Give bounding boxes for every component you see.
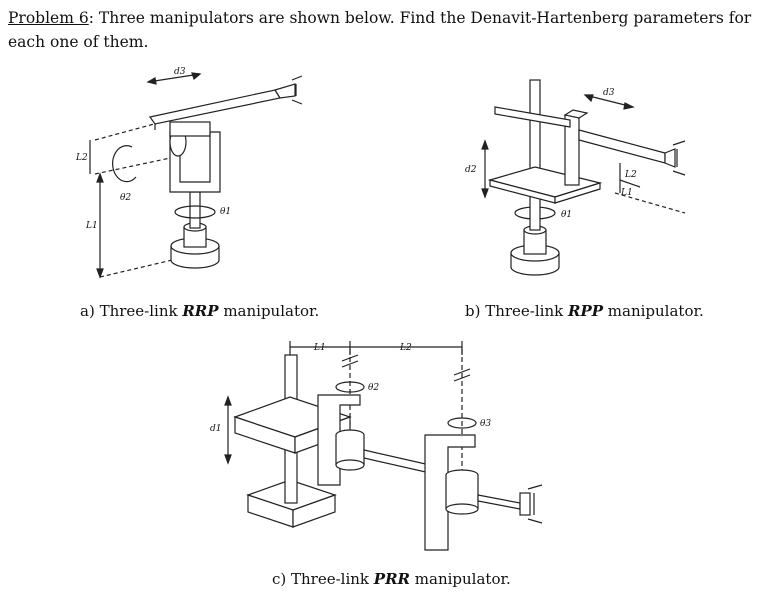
label-theta1-a: θ1 [220,207,231,217]
label-theta1-b: θ1 [561,210,572,220]
label-d3-b: d3 [603,88,615,98]
label-d1-c: d1 [210,424,222,434]
caption-prr: c) Three-link PRR manipulator. [272,570,511,588]
label-theta3-c: θ3 [480,419,491,429]
problem-text: : Three manipulators are shown below. Fi… [8,9,752,51]
figure-rrp-manipulator: d3 L2 θ2 L1 θ1 [70,62,330,296]
figure-prr-manipulator: L1 L2 d1 θ2 θ3 [200,335,570,569]
label-theta2-c: θ2 [368,383,379,393]
label-l1-a: L1 [85,221,98,231]
label-theta2-a: θ2 [120,193,131,203]
rrp-drawing: d3 L2 θ2 L1 θ1 [75,67,303,279]
caption-rrp: a) Three-link RRP manipulator. [80,302,320,320]
label-l2-c: L2 [399,343,412,353]
label-l1-c: L1 [313,343,326,353]
problem-statement: Problem 6: Three manipulators are shown … [8,6,753,54]
label-d2-b: d2 [465,165,477,175]
label-l2-b: L2 [624,170,637,180]
label-d3-a: d3 [174,67,186,77]
rpp-drawing: d3 d2 L2 L1 θ1 [465,79,686,276]
figure-rpp-manipulator: d3 d2 L2 L1 θ1 [445,75,695,294]
caption-rpp: b) Three-link RPP manipulator. [465,302,704,320]
prr-drawing: L1 L2 d1 θ2 θ3 [210,341,543,551]
problem-title: Problem 6 [8,9,89,27]
label-l1-b: L1 [620,188,633,198]
label-l2-a: L2 [75,153,88,163]
